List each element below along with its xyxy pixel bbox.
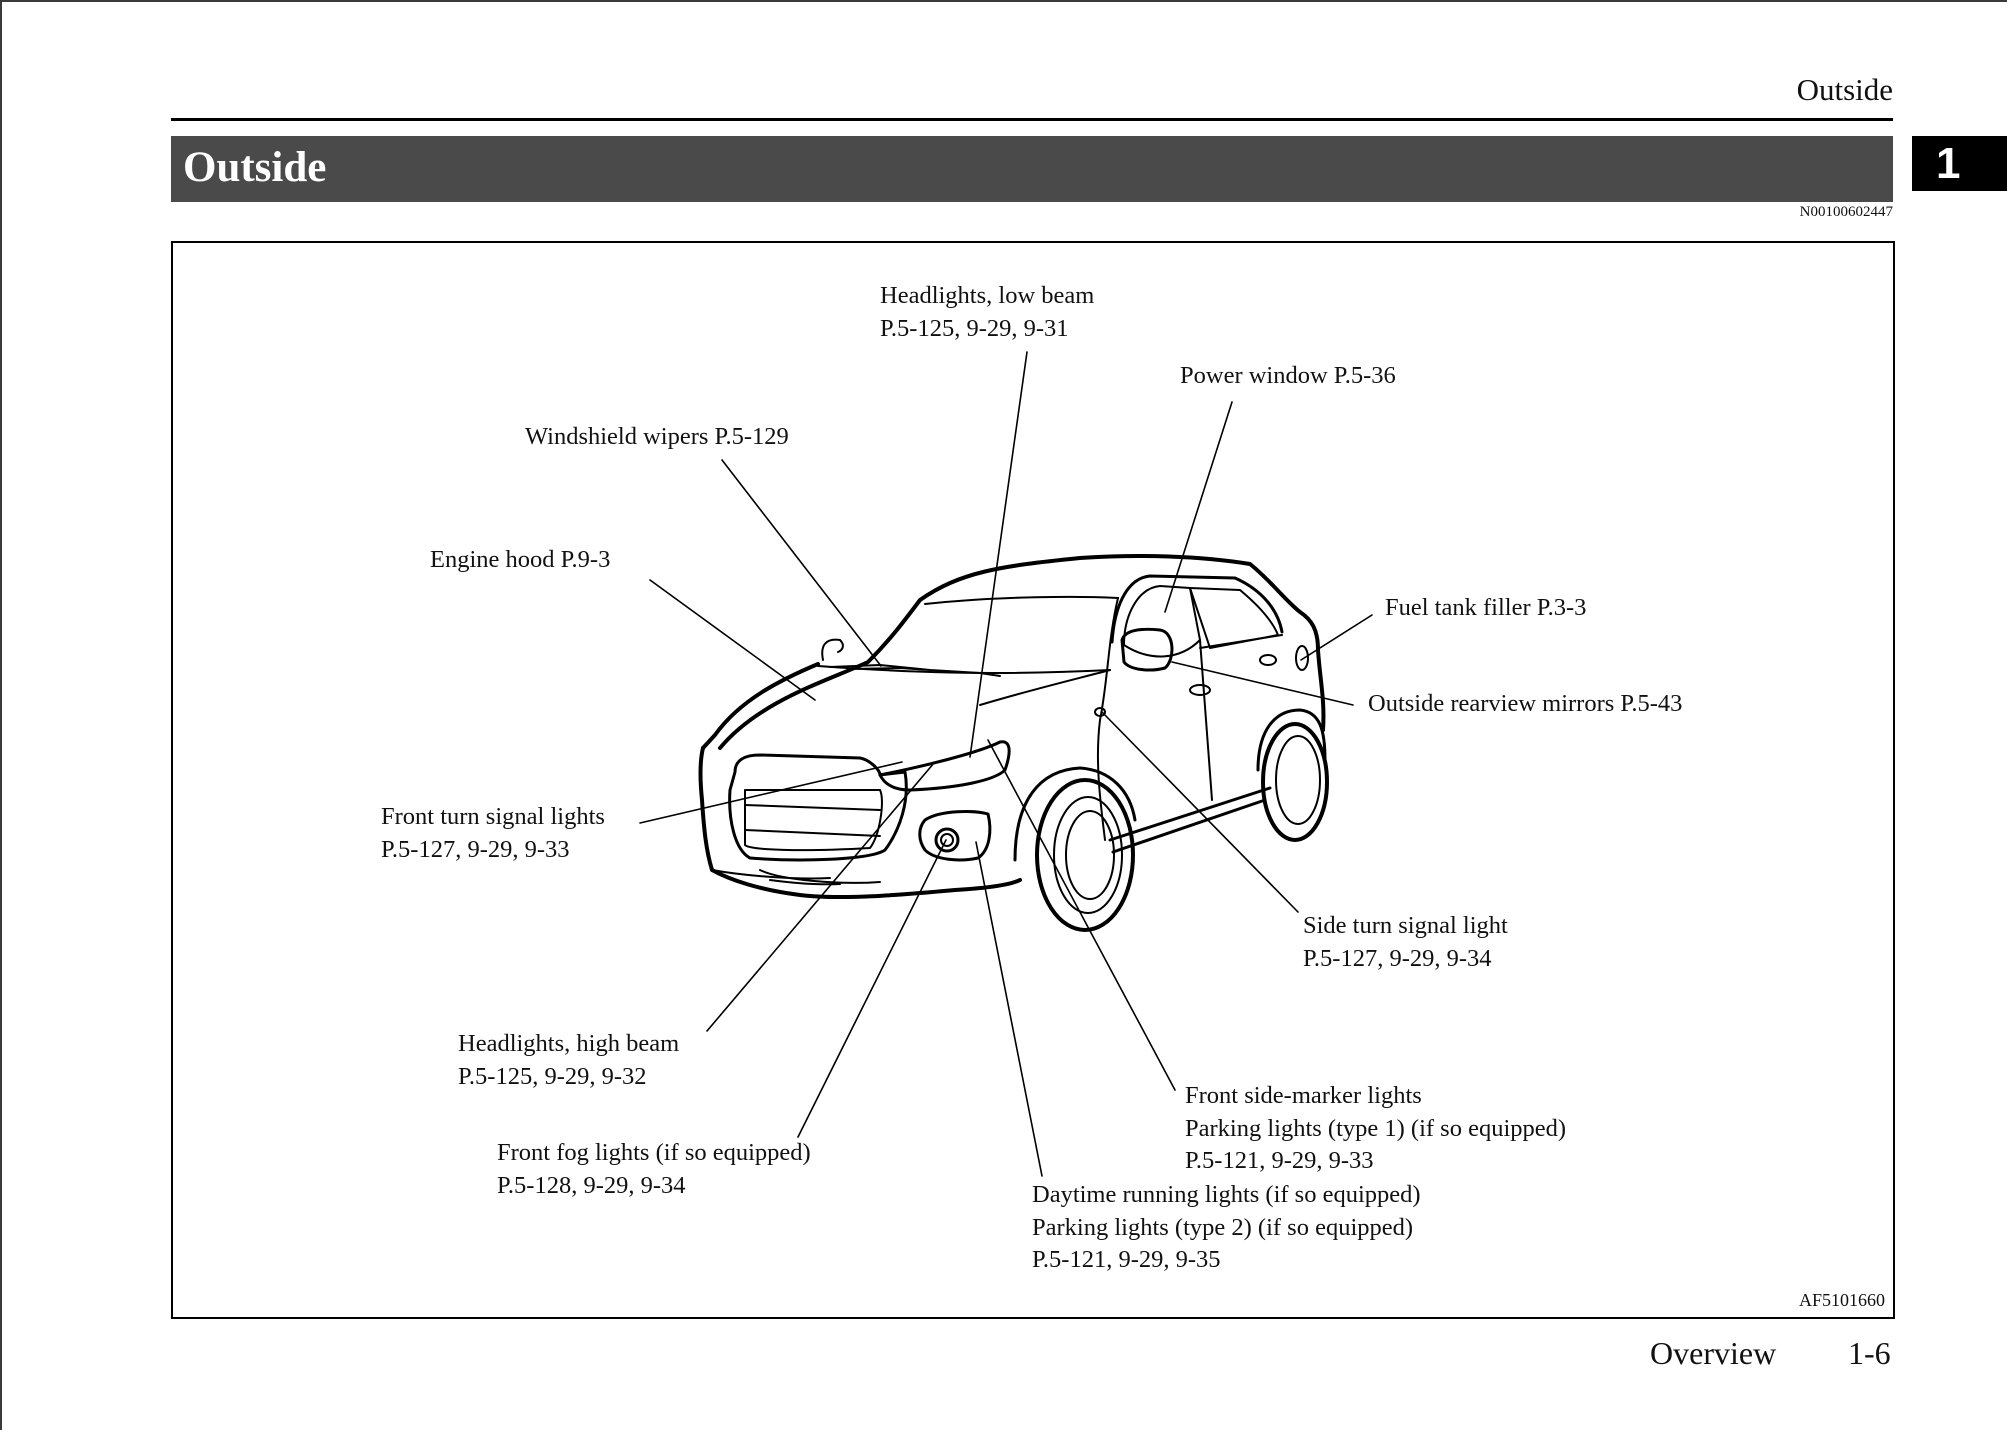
chapter-tab[interactable]: 1 (1912, 136, 2007, 191)
callout-text: Power window P.5-36 (1180, 362, 1396, 389)
figure-frame (171, 241, 1895, 1319)
callout-text: Side turn signal light (1303, 912, 1508, 939)
callout-engine-hood[interactable]: Engine hood P.9-3 (430, 544, 610, 577)
footer-page-number: 1-6 (1848, 1335, 1891, 1371)
callout-front-fog-lights[interactable]: Front fog lights (if so equipped) P.5-12… (497, 1137, 811, 1202)
callout-page-ref: P.5-125, 9-29, 9-32 (458, 1062, 647, 1090)
callout-front-side-marker-lights[interactable]: Front side-marker lights Parking lights … (1185, 1080, 1566, 1178)
callout-page-ref: P.5-128, 9-29, 9-34 (497, 1171, 686, 1199)
callout-text: Engine hood P.9-3 (430, 546, 611, 573)
callout-front-turn-signal-lights[interactable]: Front turn signal lights P.5-127, 9-29, … (381, 801, 605, 866)
chapter-number: 1 (1936, 139, 1961, 188)
callout-page-ref: P.5-127, 9-29, 9-34 (1303, 944, 1492, 972)
callout-windshield-wipers[interactable]: Windshield wipers P.5-129 (525, 421, 789, 454)
callout-page-ref: P.5-125, 9-29, 9-31 (880, 314, 1069, 342)
callout-text: Front fog lights (if so equipped) (497, 1139, 811, 1166)
callout-text: Fuel tank filler P.3-3 (1385, 594, 1587, 621)
callout-fuel-tank-filler[interactable]: Fuel tank filler P.3-3 (1385, 592, 1586, 625)
callout-text: Parking lights (type 2) (if so equipped) (1032, 1213, 1414, 1241)
callout-daytime-running-lights[interactable]: Daytime running lights (if so equipped) … (1032, 1179, 1421, 1277)
running-head: Outside (1796, 72, 1893, 107)
callout-text: Daytime running lights (if so equipped) (1032, 1181, 1421, 1208)
callout-text: Outside rearview mirrors P.5-43 (1368, 690, 1683, 717)
callout-text: Parking lights (type 1) (if so equipped) (1185, 1114, 1567, 1142)
footer-section-name: Overview (1650, 1335, 1777, 1371)
callout-headlights-low-beam[interactable]: Headlights, low beam P.5-125, 9-29, 9-31 (880, 280, 1094, 345)
figure-code: AF5101660 (1798, 1290, 1885, 1310)
callout-text: Front turn signal lights (381, 803, 605, 830)
callout-headlights-high-beam[interactable]: Headlights, high beam P.5-125, 9-29, 9-3… (458, 1028, 679, 1093)
callout-text: Headlights, high beam (458, 1030, 680, 1057)
callout-page-ref: P.5-121, 9-29, 9-35 (1032, 1246, 1221, 1273)
document-code: N00100602447 (1799, 204, 1893, 220)
section-title-band: Outside (171, 136, 1893, 202)
callout-text: Headlights, low beam (880, 282, 1095, 309)
callout-page-ref: P.5-127, 9-29, 9-33 (381, 835, 570, 863)
callout-outside-rearview-mirrors[interactable]: Outside rearview mirrors P.5-43 (1368, 688, 1682, 721)
section-title: Outside (183, 144, 327, 191)
header-rule (171, 118, 1893, 121)
callout-side-turn-signal-light[interactable]: Side turn signal light P.5-127, 9-29, 9-… (1303, 910, 1508, 975)
callout-power-window[interactable]: Power window P.5-36 (1180, 360, 1396, 393)
callout-text: Windshield wipers P.5-129 (525, 423, 789, 450)
callout-page-ref: P.5-121, 9-29, 9-33 (1185, 1147, 1374, 1174)
callout-text: Front side-marker lights (1185, 1082, 1422, 1109)
